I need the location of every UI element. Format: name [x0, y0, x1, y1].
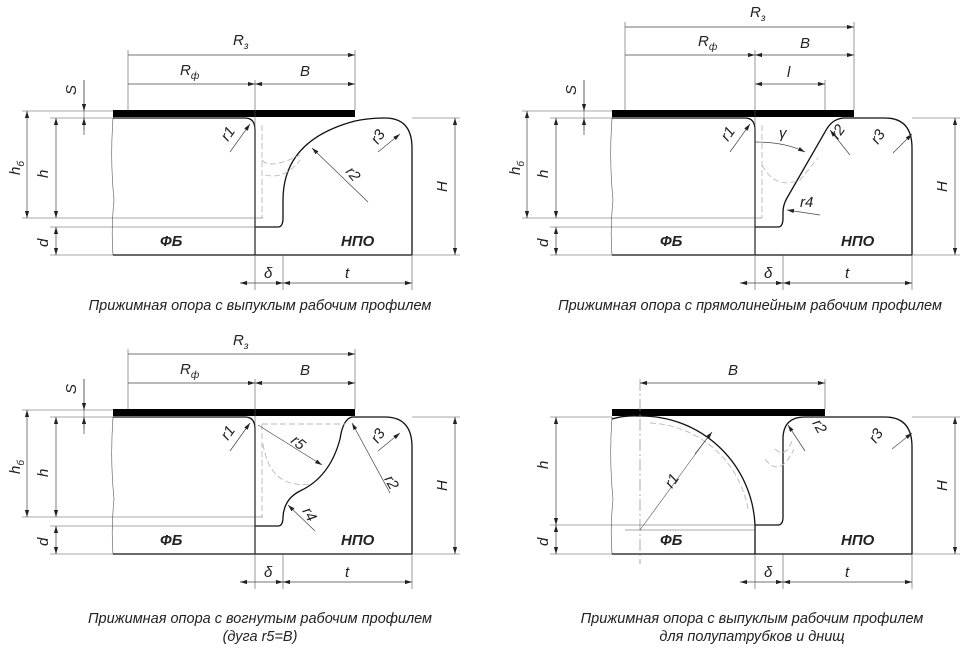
- label-r3: r3: [367, 425, 389, 446]
- label-h: h: [535, 461, 552, 469]
- label-r3: r3: [867, 126, 889, 147]
- label-r3: r3: [865, 425, 887, 446]
- label-d: d: [35, 537, 52, 546]
- caption-halfpipe-line1: Прижимная опора с выпуклым рабочим профи…: [581, 611, 924, 627]
- label-r2: r2: [809, 417, 831, 438]
- npo-outline: [755, 117, 913, 255]
- label-t: t: [345, 564, 350, 581]
- label-H: H: [434, 181, 451, 192]
- label-hb: hб: [507, 161, 527, 175]
- label-R3: Rз: [233, 32, 249, 52]
- label-Rf: Rф: [698, 33, 718, 53]
- label-r1: r1: [661, 471, 683, 492]
- label-fb: ФБ: [160, 233, 183, 250]
- label-r1: r1: [217, 124, 239, 145]
- label-npo: НПО: [841, 532, 875, 549]
- label-h: h: [35, 469, 52, 477]
- label-r2: r2: [342, 164, 364, 186]
- label-hb: hб: [7, 161, 27, 175]
- label-delta: δ: [764, 564, 773, 581]
- label-delta: δ: [264, 564, 273, 581]
- label-r1: r1: [217, 423, 239, 444]
- label-t: t: [345, 265, 350, 282]
- label-S: S: [63, 384, 80, 394]
- label-fb: ФБ: [160, 532, 183, 549]
- sheet-plate: [113, 110, 355, 117]
- label-r4: r4: [800, 194, 813, 211]
- label-d: d: [35, 238, 52, 247]
- label-d: d: [535, 238, 552, 247]
- npo-outline: [255, 117, 413, 255]
- caption-straight: Прижимная опора с прямолинейным рабочим …: [558, 298, 942, 314]
- npo-outline: [755, 416, 913, 554]
- label-H: H: [434, 480, 451, 491]
- caption-concave-line1: Прижимная опора с вогнутым рабочим профи…: [88, 611, 432, 627]
- label-fb: ФБ: [660, 532, 683, 549]
- label-r4: r4: [299, 505, 320, 525]
- label-S: S: [63, 85, 80, 95]
- sheet-plate: [612, 110, 854, 117]
- label-t: t: [845, 564, 850, 581]
- label-d: d: [535, 537, 552, 546]
- label-r2: r2: [381, 473, 403, 494]
- npo-outline: [255, 416, 413, 554]
- label-B: B: [800, 35, 810, 52]
- label-delta: δ: [264, 265, 273, 282]
- label-r5: r5: [287, 432, 309, 454]
- fb-outline: [611, 415, 912, 555]
- label-B: B: [300, 63, 310, 80]
- label-npo: НПО: [341, 532, 375, 549]
- panel-straight-profile: Rз Rф B l S hб h d H δ t γ r1 r2 r3 r4 Ф…: [507, 4, 960, 314]
- label-t: t: [845, 265, 850, 282]
- label-delta: δ: [764, 265, 773, 282]
- sheet-plate: [612, 409, 825, 416]
- panel-halfpipe-profile: B h d H δ t r1 r2 r3 ФБ НПО Прижимная оп…: [535, 362, 960, 645]
- caption-halfpipe-line2: для полупатрубков и днищ: [659, 629, 844, 645]
- label-H: H: [934, 181, 951, 192]
- panel-concave-profile: Rз Rф B S hб h d H δ t r1 r5 r2 r3 r4 ФБ…: [7, 332, 460, 645]
- caption-concave-line2: (дуга r5=B): [223, 629, 298, 645]
- label-S: S: [563, 85, 580, 95]
- label-r1: r1: [717, 124, 739, 145]
- dim-gamma: [754, 141, 806, 153]
- label-r3: r3: [367, 126, 389, 147]
- label-Rf: Rф: [180, 62, 200, 82]
- label-B: B: [728, 362, 738, 379]
- label-Rf: Rф: [180, 361, 200, 381]
- label-hb: hб: [7, 460, 27, 474]
- label-h: h: [35, 170, 52, 178]
- label-R3: Rз: [233, 332, 249, 352]
- panel-convex-profile: Rз Rф B S hб h d H δ t r1 r2 r3 ФБ НПО П…: [7, 32, 460, 314]
- sheet-plate: [113, 409, 355, 416]
- label-npo: НПО: [841, 233, 875, 250]
- label-gamma: γ: [779, 125, 788, 142]
- label-H: H: [934, 480, 951, 491]
- label-fb: ФБ: [660, 233, 683, 250]
- label-B: B: [300, 362, 310, 379]
- ghost-profile: [261, 125, 301, 218]
- label-l: l: [787, 64, 791, 81]
- label-npo: НПО: [341, 233, 375, 250]
- label-h: h: [535, 170, 552, 178]
- fb-break-line: [111, 117, 115, 256]
- label-R3: Rз: [750, 4, 766, 24]
- caption-convex: Прижимная опора с выпуклым рабочим профи…: [89, 298, 432, 314]
